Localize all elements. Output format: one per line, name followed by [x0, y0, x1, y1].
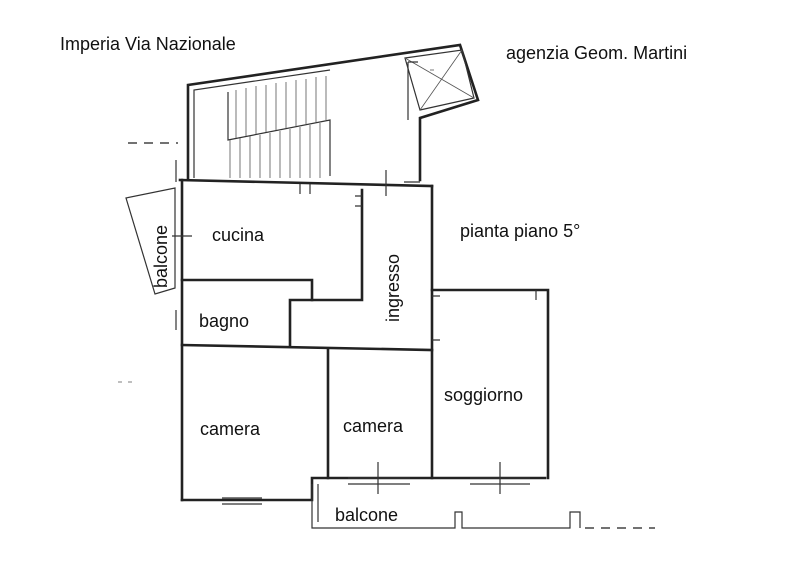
scan-specks — [118, 69, 434, 383]
agency-name: agenzia Geom. Martini — [506, 43, 688, 63]
room-label-camera-middle: camera — [343, 416, 404, 436]
apartment-walls — [125, 178, 581, 529]
floor-label: pianta piano 5° — [460, 221, 581, 241]
room-label-bagno: bagno — [199, 311, 250, 331]
openings — [172, 160, 537, 505]
room-label-camera-left: camera — [200, 419, 261, 439]
staircase — [186, 43, 480, 182]
room-label-ingresso: ingresso — [383, 253, 403, 322]
room-label-soggiorno: soggiorno — [444, 385, 524, 405]
room-label-cucina: cucina — [212, 225, 265, 245]
room-label-balcone-bottom: balcone — [335, 505, 399, 525]
room-label-balcone-side: balcone — [151, 224, 171, 288]
location-title: Imperia Via Nazionale — [60, 34, 236, 54]
reference-dashes — [128, 142, 655, 529]
